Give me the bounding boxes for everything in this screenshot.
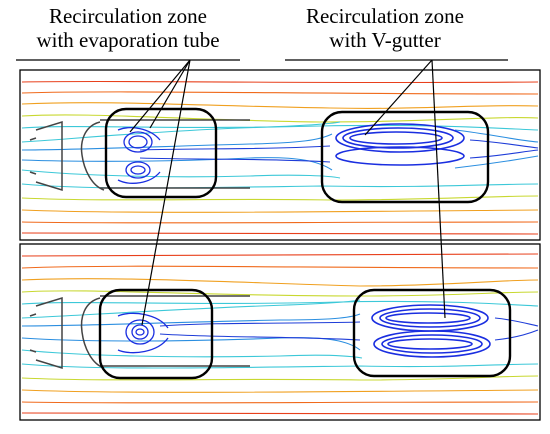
leader-left-top-b (149, 59, 191, 129)
top-vortex-gutter (335, 123, 465, 166)
label-v-gutter-zone: Recirculation zone with V-gutter (262, 4, 508, 52)
label-right-line1: Recirculation zone (305, 4, 464, 28)
top-box-v-gutter (320, 110, 490, 204)
bottom-panel (19, 243, 541, 421)
label-right-line2: with V-gutter (329, 28, 441, 52)
bottom-box-v-gutter (352, 288, 512, 378)
bottom-box-evaporation-tube (98, 288, 214, 380)
evaporation-tube-shape (29, 119, 250, 192)
top-panel (19, 69, 541, 241)
bottom-evaporation-tube-shape (29, 295, 250, 370)
label-evaporation-tube-zone: Recirculation zone with evaporation tube (2, 4, 254, 52)
label-left-line1: Recirculation zone (48, 4, 207, 28)
leader-left-bottom (141, 59, 191, 326)
leader-left-top-a (129, 59, 191, 133)
bottom-vortex-gutter (371, 304, 491, 358)
top-panel-frame (19, 69, 541, 241)
bottom-panel-frame (19, 243, 541, 421)
top-vortex-tube (117, 127, 161, 184)
leader-right-bottom (431, 59, 446, 319)
leader-right-top (364, 59, 433, 136)
leader-lines (129, 59, 446, 326)
label-left-line2: with evaporation tube (36, 28, 220, 52)
